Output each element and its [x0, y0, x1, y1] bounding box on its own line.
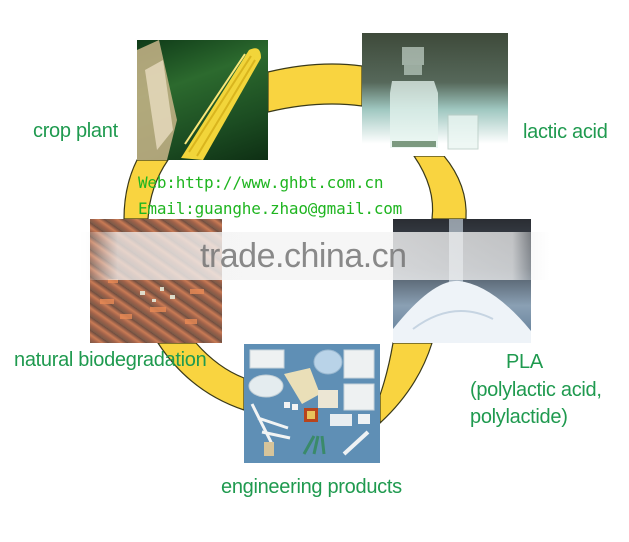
label-pla: PLA	[506, 351, 543, 373]
label-lactic-acid: lactic acid	[523, 121, 608, 143]
watermark-text: trade.china.cn	[200, 237, 407, 275]
ring-segment-top	[267, 63, 363, 113]
corn-cob-photo	[137, 40, 268, 160]
label-pla-alt-name: polylactide)	[470, 406, 568, 428]
label-engineering-products: engineering products	[221, 476, 402, 498]
products-icon	[248, 349, 375, 456]
watermark-band	[80, 232, 550, 280]
plastic-products-photo	[244, 344, 380, 463]
ring-segment-bottom-left	[156, 342, 245, 411]
label-crop-plant: crop plant	[33, 120, 118, 142]
ring-segment-bottom-right	[379, 342, 433, 425]
lactic-acid-bottles-photo	[362, 33, 508, 156]
contact-email: Email:guanghe.zhao@gmail.com	[138, 199, 403, 218]
label-pla-full-name: (polylactic acid,	[470, 379, 602, 401]
corn-icon	[137, 40, 261, 160]
leaf-litter-icon	[100, 279, 204, 324]
bottle-icon	[390, 47, 479, 150]
ring-segment-right	[412, 155, 467, 220]
label-natural-biodegradation: natural biodegradation	[14, 349, 207, 371]
contact-web: Web:http://www.ghbt.com.cn	[138, 173, 384, 192]
